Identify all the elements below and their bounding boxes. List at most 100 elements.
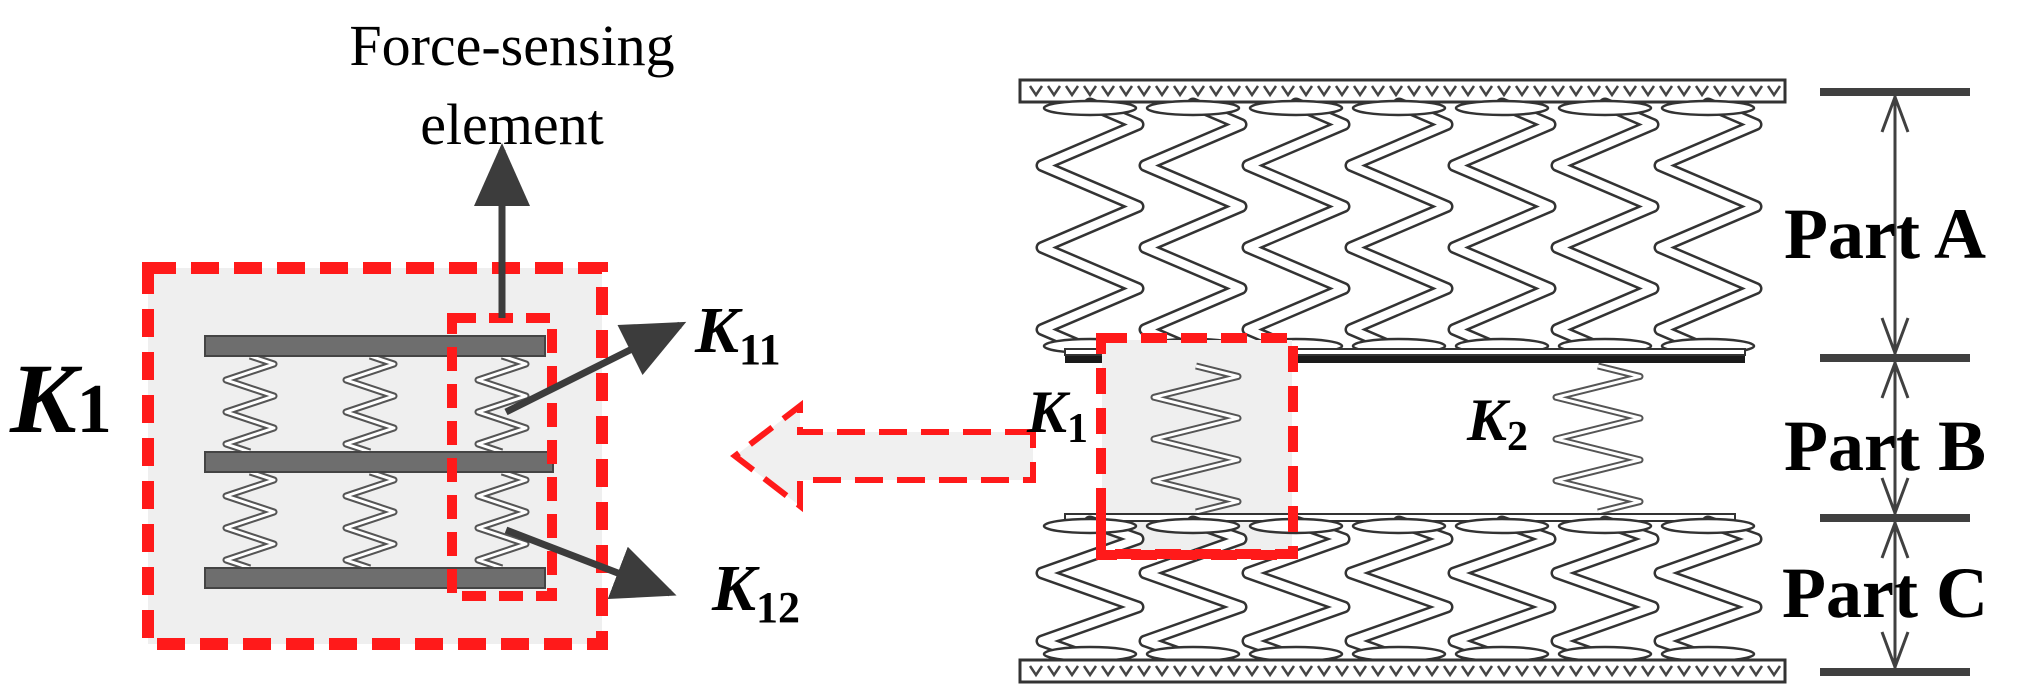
part-a-spring-2-core [1141, 100, 1245, 354]
magnify-arrow-shape [730, 399, 1036, 513]
bottom-texture-tick [1244, 665, 1260, 678]
bottom-plate-texture [1028, 665, 1782, 678]
top-texture-tick [1172, 85, 1188, 98]
bottom-texture-tick [1280, 665, 1296, 678]
k1-detail-panel: Force-sensing element K1 K11 K12 [9, 13, 800, 650]
part-c-spring-5-top-loop [1454, 517, 1550, 535]
force-sensing-label-line2: element [420, 92, 604, 157]
bottom-texture-tick [1424, 665, 1440, 678]
top-texture-tick [1568, 85, 1584, 98]
layered-structure: K1 K2 [1018, 78, 1787, 684]
top-texture-tick [1280, 85, 1296, 98]
middle-plate [204, 451, 554, 473]
bottom-texture-tick [1568, 665, 1584, 678]
bottom-texture-tick [1370, 665, 1386, 678]
part-a-spring-4-core [1347, 100, 1451, 354]
k1-source-highlight-lower [1096, 505, 1282, 560]
bottom-texture-tick [1496, 665, 1512, 678]
part-a-spring-4-top-loop [1351, 99, 1447, 117]
part-c-spring-4-core [1347, 518, 1451, 662]
lower-spring-1-core [224, 470, 276, 570]
bottom-texture-tick [1262, 665, 1278, 678]
bottom-texture-tick [1208, 665, 1224, 678]
top-plate-texture [1028, 85, 1782, 98]
top-texture-tick [1424, 85, 1440, 98]
top-texture-tick [1226, 85, 1242, 98]
top-texture-tick [1208, 85, 1224, 98]
part-c-spring-7-top-loop [1660, 517, 1756, 535]
top-texture-tick [1550, 85, 1566, 98]
top-texture-tick [1496, 85, 1512, 98]
bottom-texture-tick [1730, 665, 1746, 678]
part-a-spring-7-core [1656, 100, 1760, 354]
lower-spring-3-core [476, 470, 528, 570]
top-texture-tick [1406, 85, 1422, 98]
k1-big-label: K1 [9, 343, 112, 454]
part-c-spring-2-core [1141, 518, 1245, 662]
top-texture-tick [1100, 85, 1116, 98]
upper-spring-1-core [224, 354, 276, 454]
bottom-textured-plate [1018, 658, 1787, 684]
part-b-label: Part B [1784, 406, 1986, 486]
top-texture-tick [1532, 85, 1548, 98]
part-a-spring-1-core [1038, 100, 1142, 354]
part-a-spring-3-core [1244, 100, 1348, 354]
top-texture-tick [1604, 85, 1620, 98]
bottom-texture-tick [1190, 665, 1206, 678]
top-texture-tick [1244, 85, 1260, 98]
bottom-texture-tick [1586, 665, 1602, 678]
upper-middle-plate [1065, 355, 1745, 363]
top-texture-tick [1388, 85, 1404, 98]
lower-spring-2-core [344, 470, 396, 570]
part-c-spring-7-core [1656, 518, 1760, 662]
part-a-dimension-head-bottom [1880, 317, 1910, 358]
bottom-texture-tick [1028, 665, 1044, 678]
dimension-arrows [1880, 92, 1910, 672]
top-plate [204, 335, 546, 357]
part-a-label: Part A [1784, 194, 1986, 274]
top-texture-tick [1514, 85, 1530, 98]
bottom-texture-tick [1532, 665, 1548, 678]
part-c-spring-array [1035, 515, 1763, 665]
top-texture-tick [1712, 85, 1728, 98]
top-texture-tick [1640, 85, 1656, 98]
part-c-spring-3-core [1244, 518, 1348, 662]
bottom-texture-tick [1334, 665, 1350, 678]
top-texture-tick [1298, 85, 1314, 98]
part-c-dimension-head-top [1880, 518, 1910, 559]
left-spring-stack [222, 352, 530, 572]
k12-pointer-arrow [504, 526, 677, 600]
part-c-spring-1-core [1038, 518, 1142, 662]
top-texture-tick [1046, 85, 1062, 98]
part-a-spring-3-top-loop [1248, 99, 1344, 117]
k11-pointer-arrow [504, 321, 687, 416]
top-texture-tick [1460, 85, 1476, 98]
part-a-dimension-head-top [1880, 92, 1910, 133]
bottom-texture-tick [1316, 665, 1332, 678]
part-a-spring-2-top-loop [1145, 99, 1241, 117]
part-b-dimension-head-top [1880, 358, 1910, 399]
bottom-texture-tick [1100, 665, 1116, 678]
part-a-spring-1-top-loop [1042, 99, 1138, 117]
bottom-texture-tick [1226, 665, 1242, 678]
part-a-spring-7-top-loop [1660, 99, 1756, 117]
part-a-spring-array [1035, 97, 1763, 357]
top-texture-tick [1136, 85, 1152, 98]
bottom-texture-tick [1658, 665, 1674, 678]
bottom-texture-tick [1640, 665, 1656, 678]
bottom-texture-tick [1442, 665, 1458, 678]
bottom-plate [204, 567, 546, 589]
top-texture-tick [1028, 85, 1044, 98]
k1-small-label: K1 [1026, 379, 1088, 452]
bottom-texture-tick [1136, 665, 1152, 678]
top-texture-tick [1262, 85, 1278, 98]
part-c-dimension-head-bottom [1880, 631, 1910, 672]
k2-spring-core [1554, 364, 1642, 514]
upper-spring-2-core [344, 354, 396, 454]
top-texture-tick [1190, 85, 1206, 98]
top-texture-tick [1694, 85, 1710, 98]
bottom-texture-tick [1604, 665, 1620, 678]
top-texture-tick [1622, 85, 1638, 98]
bottom-texture-tick [1550, 665, 1566, 678]
